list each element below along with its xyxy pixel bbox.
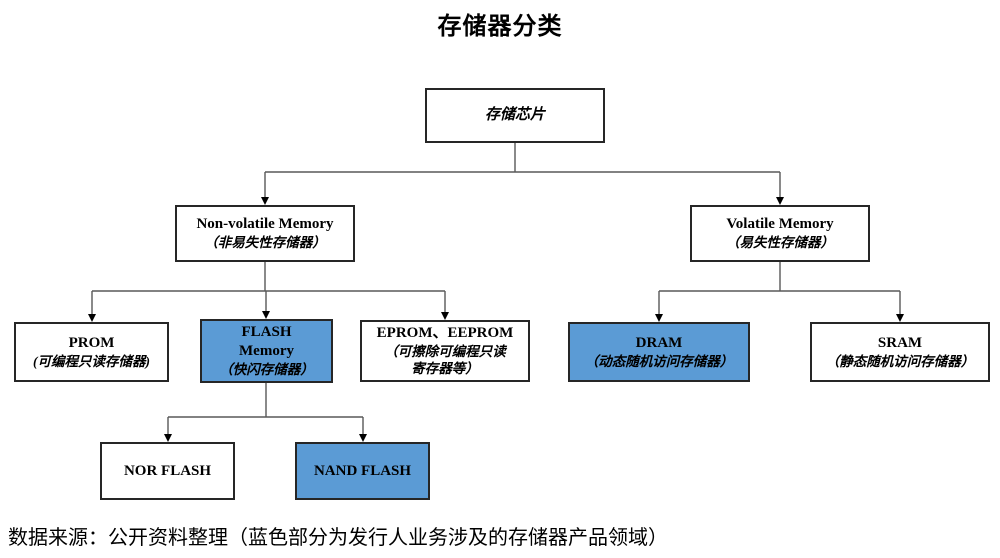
data-source-caption: 数据来源：公开资料整理（蓝色部分为发行人业务涉及的存储器产品领域）: [8, 527, 668, 549]
node-eprom-subtitle-2: 寄存器等）: [411, 361, 479, 377]
node-dram-subtitle: （动态随机访问存储器）: [584, 353, 734, 369]
node-sram: SRAM （静态随机访问存储器）: [810, 322, 990, 382]
node-nonvolatile-title: Non-volatile Memory: [196, 216, 334, 233]
node-nor-flash-label: NOR FLASH: [123, 462, 212, 479]
node-prom-title: PROM: [68, 334, 115, 351]
node-sram-subtitle: （静态随机访问存储器）: [825, 353, 975, 369]
node-nor-flash: NOR FLASH: [100, 442, 235, 500]
node-flash-title-1: FLASH: [241, 324, 292, 341]
connector-volatile-to-children: [658, 262, 901, 314]
node-prom: PROM (可编程只读存储器): [14, 322, 169, 382]
node-flash-memory: FLASH Memory （快闪存储器）: [200, 319, 333, 383]
node-nonvolatile-memory: Non-volatile Memory （非易失性存储器）: [175, 205, 355, 262]
node-memory-chip-label: 存储芯片: [484, 107, 545, 124]
node-nand-flash: NAND FLASH: [295, 442, 430, 500]
node-volatile-title: Volatile Memory: [726, 216, 834, 233]
node-dram: DRAM （动态随机访问存储器）: [568, 322, 750, 382]
arrowheads: [88, 197, 904, 442]
diagram-title: 存储器分类: [437, 14, 563, 40]
node-prom-subtitle: (可编程只读存储器): [33, 353, 150, 369]
node-flash-title-2: Memory: [239, 343, 294, 360]
connector-nonvolatile-to-children: [91, 262, 446, 314]
node-eprom-subtitle-1: （可擦除可编程只读: [384, 343, 506, 359]
node-nand-flash-label: NAND FLASH: [313, 462, 412, 479]
node-dram-title: DRAM: [635, 334, 683, 351]
node-volatile-subtitle: （易失性存储器）: [726, 235, 834, 251]
node-sram-title: SRAM: [877, 334, 923, 351]
connector-flash-to-children: [167, 383, 364, 434]
node-eprom-eeprom: EPROM、EEPROM （可擦除可编程只读 寄存器等）: [360, 320, 530, 382]
connector-root-to-level2: [264, 143, 781, 197]
node-volatile-memory: Volatile Memory （易失性存储器）: [690, 205, 870, 262]
node-nonvolatile-subtitle: （非易失性存储器）: [204, 235, 326, 251]
node-eprom-title: EPROM、EEPROM: [376, 325, 514, 342]
node-flash-subtitle: （快闪存储器）: [219, 361, 314, 377]
node-memory-chip: 存储芯片: [425, 88, 605, 143]
